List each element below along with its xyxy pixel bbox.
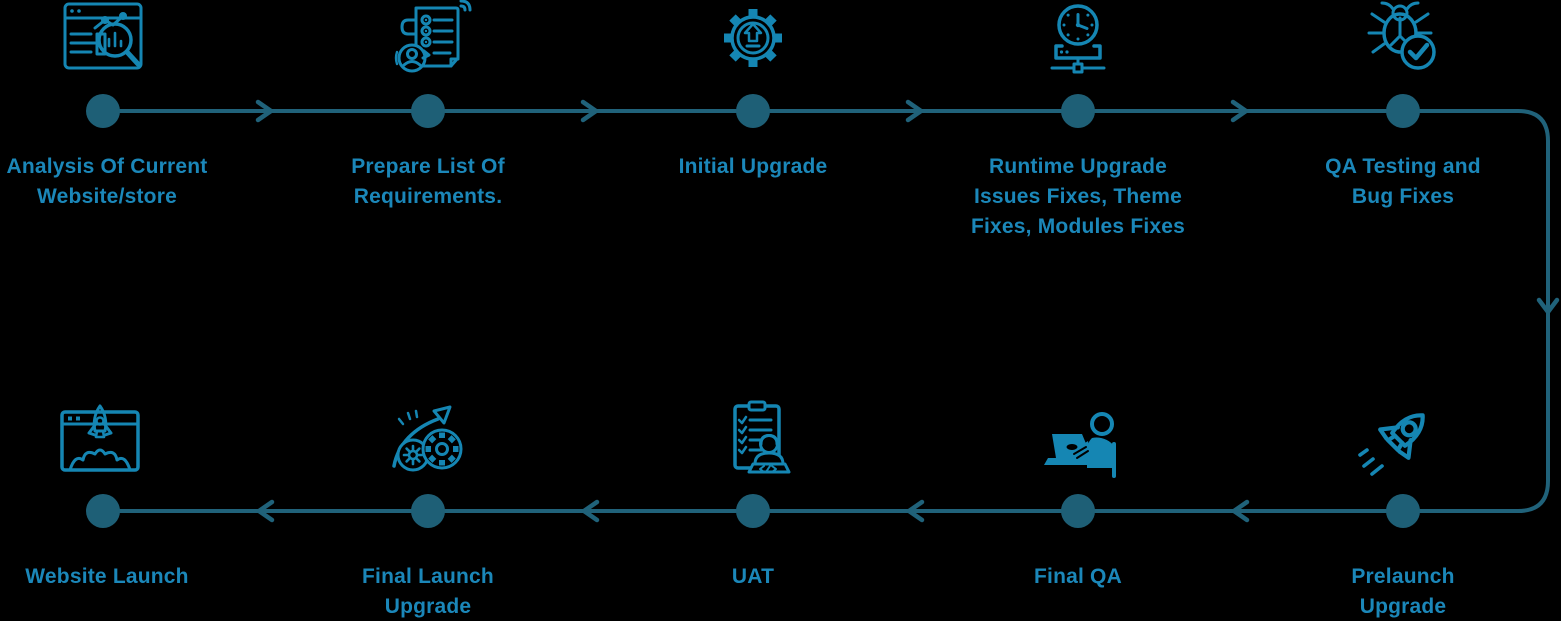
bug-check-icon [1355, 0, 1451, 84]
label-line: Analysis Of Current [6, 155, 208, 178]
label-line: Website/store [37, 185, 177, 208]
step-node [1386, 494, 1420, 528]
runtime-clock-server-icon [1030, 0, 1126, 84]
step-node [411, 94, 445, 128]
label-line: Requirements. [353, 185, 503, 208]
arrow-right-icons [255, 99, 1250, 123]
step-node [411, 494, 445, 528]
step-node [1061, 494, 1095, 528]
gears-growth-arrow-icon [380, 398, 476, 482]
label-line: QA Testing and [1325, 155, 1481, 178]
person-laptop-icon [1030, 398, 1126, 482]
label-line: Website Launch [25, 565, 189, 588]
step-node [1386, 94, 1420, 128]
label-line: Prelaunch [1351, 565, 1455, 588]
step-label-analysis: Analysis Of Current Website/store [0, 152, 272, 212]
label-line: Prepare List Of [351, 155, 505, 178]
label-line: Upgrade [1359, 595, 1447, 618]
step-label-qa-testing: QA Testing and Bug Fixes [1238, 152, 1561, 212]
step-label-runtime-upgrade: Runtime Upgrade Issues Fixes, Theme Fixe… [913, 152, 1243, 242]
label-line: Bug Fixes [1351, 185, 1455, 208]
label-line: Initial Upgrade [678, 155, 828, 178]
label-line: Runtime Upgrade [988, 155, 1167, 178]
rocket-icon [1352, 398, 1448, 482]
browser-rocket-launch-icon [52, 398, 148, 482]
label-line: Issues Fixes, Theme [973, 185, 1183, 208]
step-label-initial-upgrade: Initial Upgrade [588, 152, 918, 182]
step-node [86, 94, 120, 128]
step-node [86, 494, 120, 528]
step-nodes [86, 94, 1420, 528]
gear-upload-icon [705, 0, 801, 84]
arrow-down-icon [1536, 297, 1560, 316]
website-analysis-icon [55, 0, 151, 84]
label-line: Upgrade [384, 595, 472, 618]
step-label-prelaunch-upgrade: Prelaunch Upgrade [1238, 562, 1561, 621]
clipboard-checklist-icon [705, 398, 801, 482]
label-line: Final QA [1034, 565, 1122, 588]
label-line: UAT [731, 565, 775, 588]
requirements-list-icon [382, 0, 478, 84]
step-label-uat: UAT [588, 562, 918, 592]
step-node [736, 494, 770, 528]
label-line: Fixes, Modules Fixes [970, 215, 1186, 238]
step-label-website-launch: Website Launch [0, 562, 272, 592]
step-label-final-qa: Final QA [913, 562, 1243, 592]
step-node [1061, 94, 1095, 128]
step-node [736, 94, 770, 128]
label-line: Final Launch [362, 565, 494, 588]
step-label-requirements: Prepare List Of Requirements. [263, 152, 593, 212]
arrow-left-icons [255, 499, 1250, 523]
step-label-final-launch-upgrade: Final Launch Upgrade [263, 562, 593, 621]
